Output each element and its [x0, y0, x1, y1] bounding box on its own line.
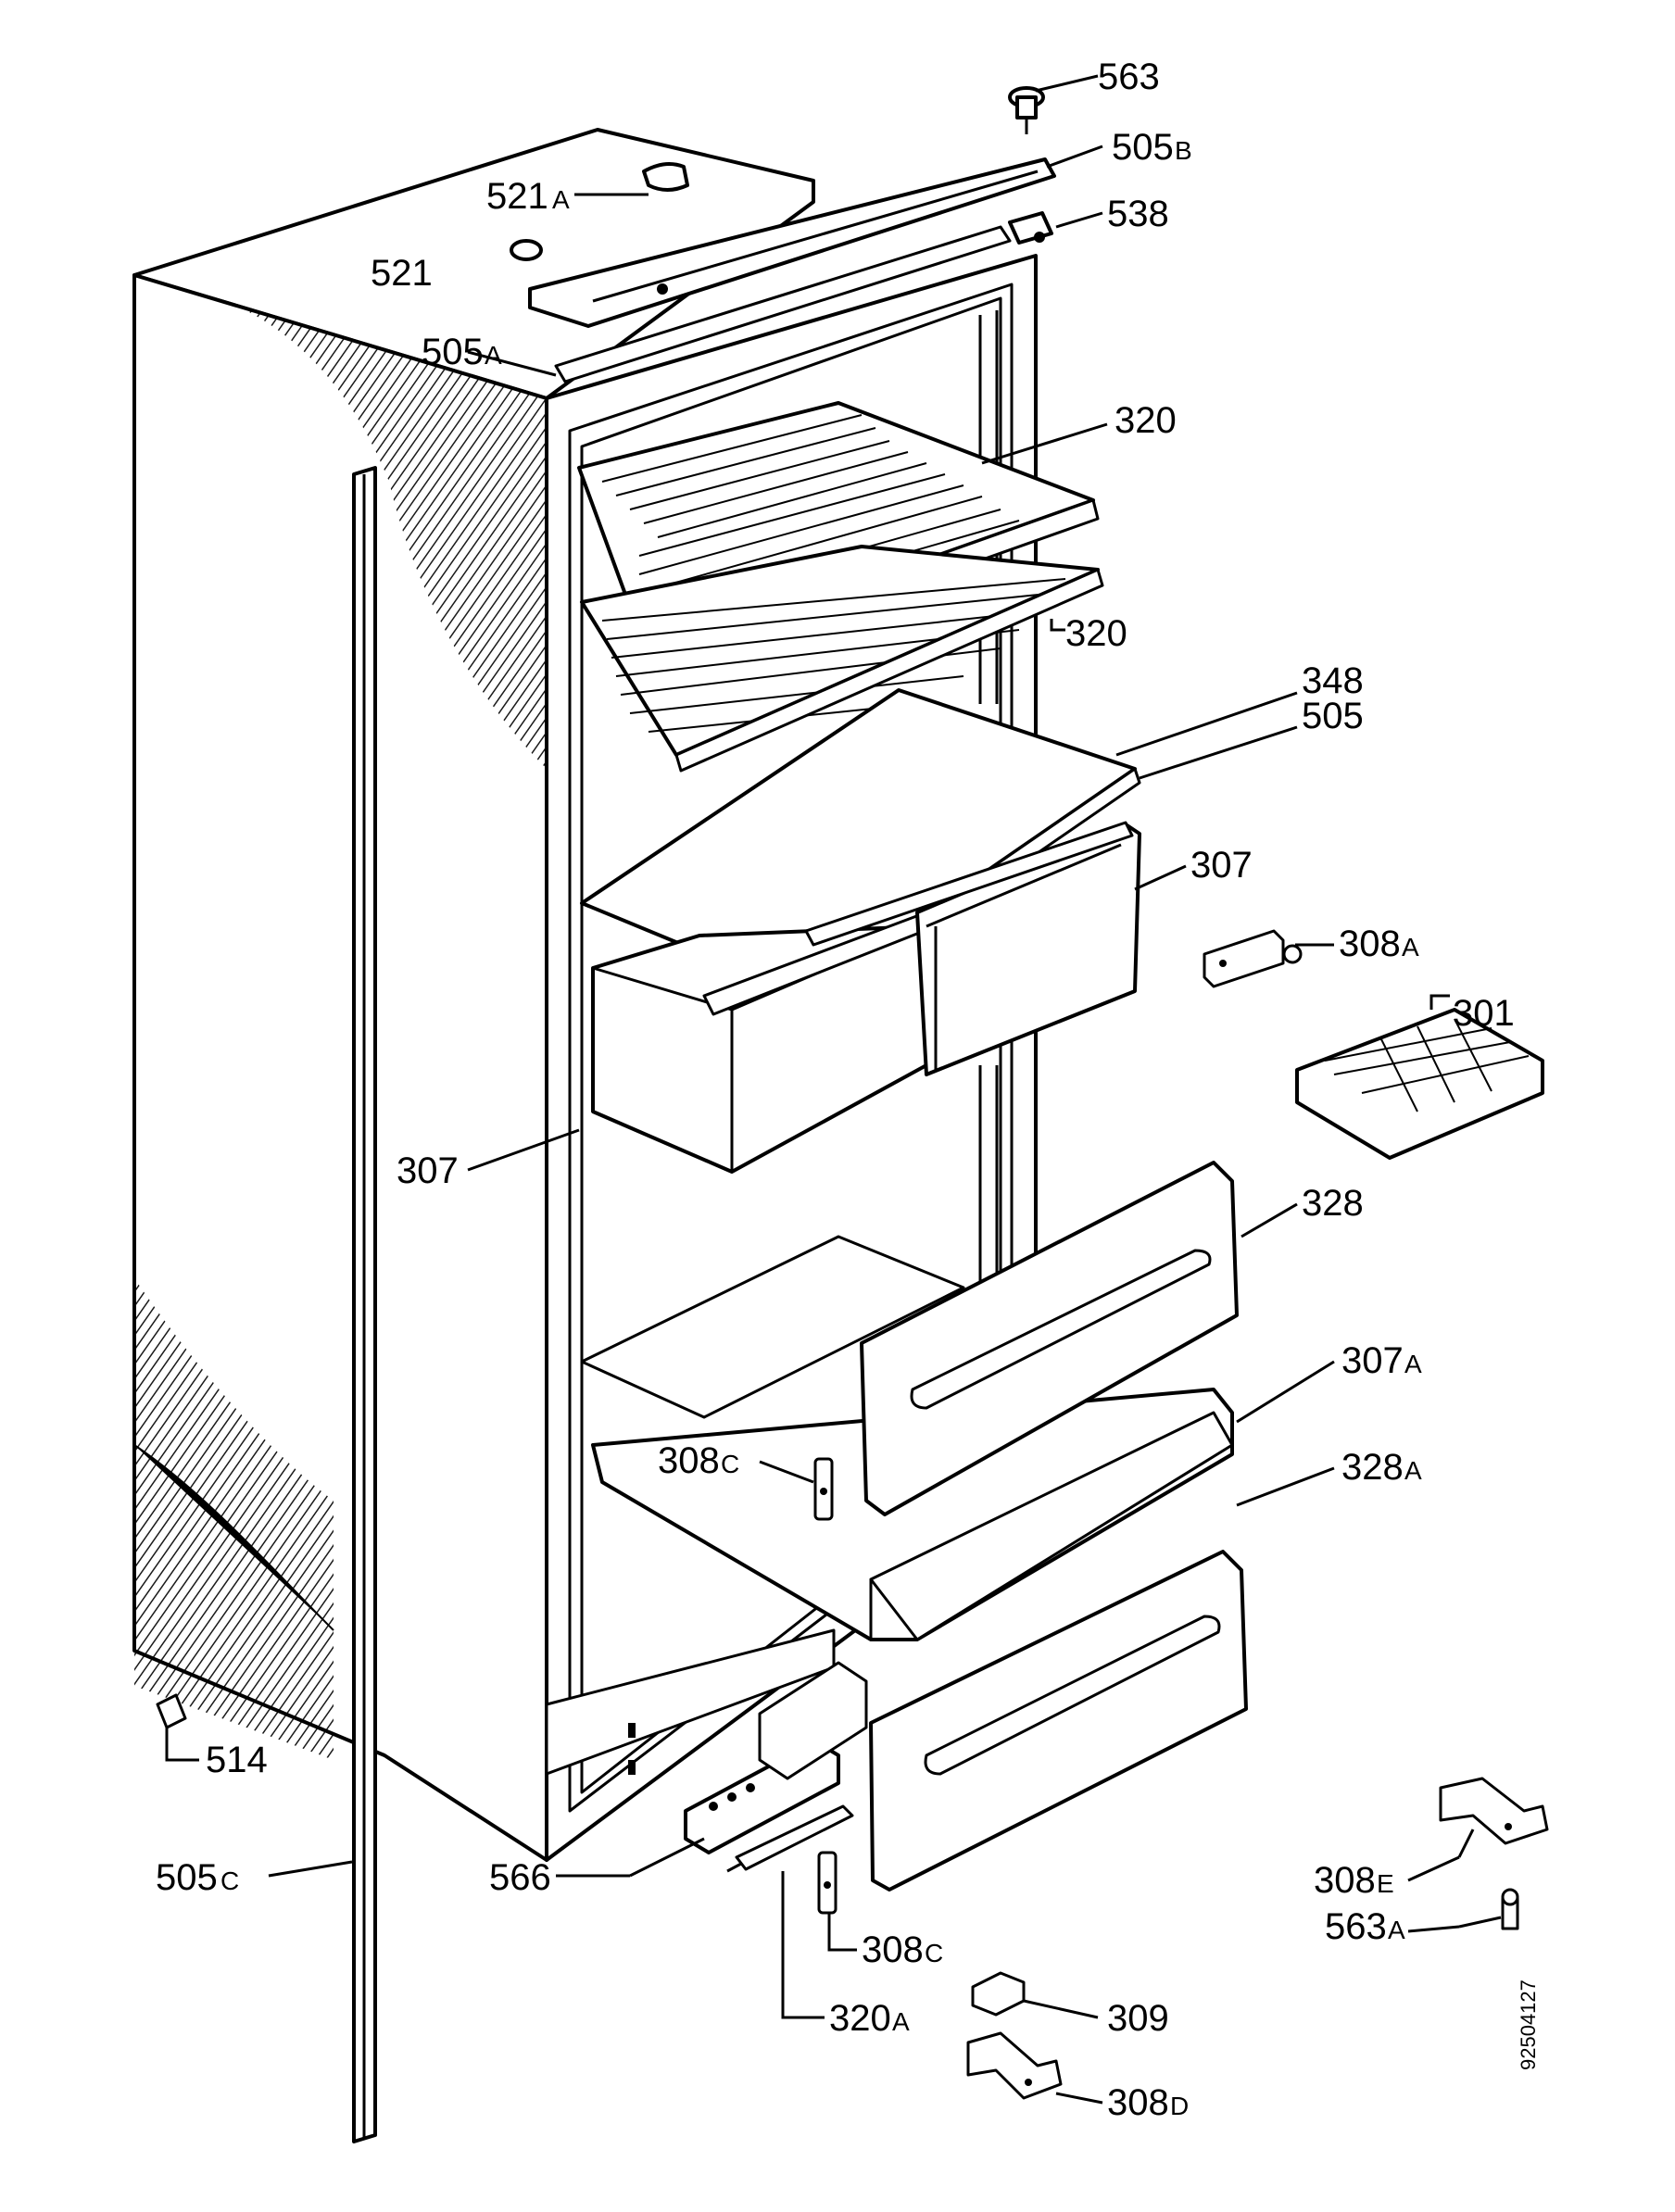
label-328: 328 — [1302, 1183, 1364, 1224]
label-505B-suffix: B — [1175, 136, 1192, 165]
label-563A: 563 — [1325, 1906, 1387, 1947]
label-505A: 505 — [422, 332, 484, 372]
label-320-upper: 320 — [1115, 400, 1177, 441]
label-320A: 320 — [829, 1998, 891, 2039]
crisper-drawer-307-left — [591, 911, 938, 1174]
label-320A-suffix: A — [892, 2007, 910, 2036]
hinge-cover-505B — [528, 157, 1056, 328]
freezer-shelf-307A — [591, 1388, 1234, 1641]
label-521A-suffix: A — [552, 185, 570, 214]
hinge-308D — [966, 2031, 1063, 2100]
label-308C-middle: 308 — [658, 1440, 720, 1481]
label-521A: 521 — [486, 176, 548, 217]
label-308D-suffix: D — [1170, 2092, 1189, 2120]
foot-514 — [156, 1693, 187, 1729]
freezer-tray — [580, 1235, 965, 1419]
rail-505A — [554, 225, 1012, 383]
hinge-308E — [1439, 1777, 1549, 1845]
rail-320A — [726, 1804, 854, 1873]
label-320-lower: 320 — [1065, 613, 1127, 654]
label-307A-suffix: A — [1404, 1350, 1422, 1378]
label-307A: 307 — [1341, 1340, 1404, 1381]
hinge-pin-538 — [1008, 211, 1053, 245]
label-348: 348 — [1302, 660, 1364, 701]
label-538: 538 — [1107, 194, 1169, 234]
part-labels: 563 505 B 521 A 538 521 505 A 320 320 34… — [156, 57, 1540, 2123]
drawer-front-328A — [869, 1550, 1248, 1892]
label-308C-lower-suffix: C — [925, 1939, 943, 1967]
plug-521 — [510, 239, 543, 261]
bracket-308C-lower — [817, 1851, 838, 1915]
label-563A-suffix: A — [1388, 1916, 1405, 1944]
drawer-front-328 — [860, 1161, 1239, 1516]
label-505A-suffix: A — [485, 341, 502, 370]
label-307-right: 307 — [1190, 845, 1253, 886]
cap-309 — [971, 1971, 1026, 2017]
label-308E: 308 — [1314, 1860, 1376, 1901]
label-308A-suffix: A — [1402, 933, 1419, 961]
label-307-left: 307 — [397, 1150, 459, 1191]
thermostat-566 — [684, 1661, 868, 1854]
label-328A-suffix: A — [1404, 1456, 1422, 1485]
label-563: 563 — [1098, 57, 1160, 97]
label-505C: 505 — [156, 1857, 218, 1898]
label-566: 566 — [489, 1857, 551, 1898]
bracket-308C-middle — [813, 1457, 834, 1521]
label-309: 309 — [1107, 1998, 1169, 2039]
label-301: 301 — [1453, 993, 1515, 1034]
label-308C-lower: 308 — [862, 1929, 924, 1970]
screw-563 — [1008, 86, 1045, 134]
label-514: 514 — [206, 1740, 268, 1780]
door-gasket — [352, 466, 377, 2143]
cap-521A — [642, 161, 689, 192]
label-308D: 308 — [1107, 2082, 1169, 2123]
ice-cube-tray-301 — [1295, 1008, 1544, 1160]
crisper-drawer-307-right — [804, 821, 1141, 1076]
drawing-number: 92504127 — [1517, 1979, 1540, 2070]
label-505C-suffix: C — [220, 1866, 239, 1895]
label-308C-middle-suffix: C — [721, 1450, 739, 1478]
label-308E-suffix: E — [1377, 1869, 1394, 1898]
shelf-320-lower — [580, 545, 1104, 773]
label-521: 521 — [371, 253, 433, 294]
label-308A: 308 — [1339, 924, 1401, 964]
leader-lines — [165, 74, 1502, 2105]
label-505: 505 — [1302, 696, 1364, 736]
screw-563A — [1501, 1888, 1519, 1930]
hinge-308A — [1203, 929, 1303, 988]
label-328A: 328 — [1341, 1447, 1404, 1488]
label-505B: 505 — [1112, 127, 1174, 168]
